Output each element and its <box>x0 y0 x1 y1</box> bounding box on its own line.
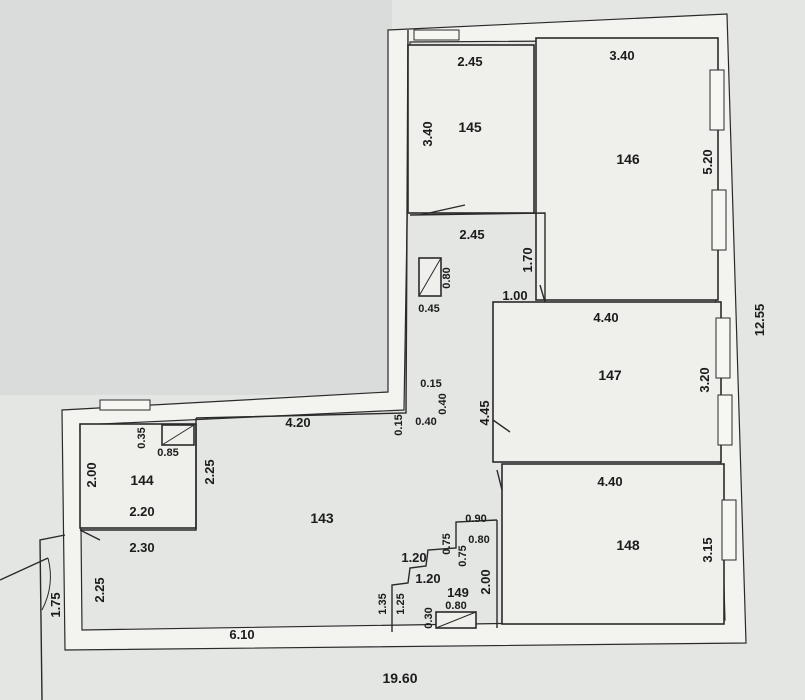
dim-143-top: 4.20 <box>285 415 310 430</box>
dim-144-vent-b: 0.85 <box>157 447 178 459</box>
dim-entry-width: 2.30 <box>129 540 154 555</box>
room-144-vent-diagonal <box>161 424 195 446</box>
window-143-top <box>99 399 151 411</box>
entrance-wall <box>39 534 66 700</box>
dim-149-f: 1.20 <box>415 571 440 586</box>
room-label-147: 147 <box>598 367 622 383</box>
dim-entry-height: 2.25 <box>92 577 107 602</box>
window-146-b <box>711 189 727 251</box>
hall-wall <box>409 212 546 302</box>
window-top <box>413 29 460 41</box>
room-label-146: 146 <box>616 151 640 167</box>
dim-146-width: 3.40 <box>609 48 634 63</box>
room-label-144: 144 <box>130 472 154 488</box>
door-145-leaf <box>419 204 466 216</box>
door-147-leaf <box>492 419 511 433</box>
dim-145-width: 2.45 <box>457 54 482 69</box>
dim-hall-width: 2.45 <box>459 227 484 242</box>
vent-shaft-diagonal <box>418 257 442 297</box>
dim-col-b: 0.40 <box>437 393 449 414</box>
room-label-148: 148 <box>616 537 640 553</box>
dim-149-d: 0.80 <box>468 534 489 546</box>
dim-143-left: 2.25 <box>202 459 217 484</box>
room-146 <box>535 37 719 301</box>
dim-149-j: 0.80 <box>445 600 466 612</box>
dim-149-e: 1.20 <box>401 550 426 565</box>
dim-149-height: 2.00 <box>478 569 493 594</box>
room-149-walls <box>391 519 498 632</box>
window-147-b <box>717 394 733 446</box>
dim-144-height: 2.00 <box>84 462 99 487</box>
dim-149-b: 0.75 <box>441 533 453 554</box>
room-147 <box>492 301 722 463</box>
door-146-leaf <box>539 284 546 303</box>
window-148 <box>721 499 737 561</box>
door-148-leaf <box>496 469 503 491</box>
room-149-vent-diagonal <box>435 611 477 629</box>
dim-149-a: 0.90 <box>465 513 486 525</box>
dim-147-width: 4.40 <box>593 310 618 325</box>
dim-145-height: 3.40 <box>420 121 435 146</box>
dim-149-i: 0.30 <box>423 607 435 628</box>
dim-entry-door: 1.75 <box>48 592 63 617</box>
room-label-143: 143 <box>310 510 334 526</box>
room-label-149: 149 <box>447 585 469 600</box>
window-147 <box>715 317 731 379</box>
dim-148-width: 4.40 <box>597 474 622 489</box>
dim-col-d: 0.40 <box>415 416 436 428</box>
dim-total-width: 19.60 <box>382 670 417 686</box>
room-143-top-wall <box>195 29 409 419</box>
dim-146-height: 5.20 <box>700 149 715 174</box>
entrance-door-swing <box>41 557 51 611</box>
room-143-left-wall <box>80 418 197 531</box>
dim-144-vent-a: 0.35 <box>136 427 148 448</box>
room-145 <box>407 44 535 214</box>
dim-shaft-width: 0.45 <box>418 303 439 315</box>
dim-hall-door-width: 1.00 <box>502 288 527 303</box>
room-148 <box>501 463 725 625</box>
dim-149-h: 1.25 <box>395 593 407 614</box>
room-label-145: 145 <box>458 119 482 135</box>
dim-149-g: 1.35 <box>377 593 389 614</box>
dim-col-a: 0.15 <box>420 378 441 390</box>
door-144-leaf <box>79 529 101 541</box>
dim-144-width: 2.20 <box>129 504 154 519</box>
dim-147-height: 3.20 <box>697 367 712 392</box>
entrance-door-leaf <box>0 557 49 581</box>
dim-shaft-height: 0.80 <box>441 267 453 288</box>
dim-148-height: 3.15 <box>700 537 715 562</box>
dim-corridor-length: 4.45 <box>477 400 492 425</box>
window-146-a <box>709 69 725 131</box>
dim-hall-door: 1.70 <box>520 247 535 272</box>
dim-149-c: 0.75 <box>457 545 469 566</box>
dim-143-bottom: 6.10 <box>229 627 254 642</box>
dim-total-height: 12.55 <box>752 304 767 337</box>
dim-col-c: 0.15 <box>393 414 405 435</box>
